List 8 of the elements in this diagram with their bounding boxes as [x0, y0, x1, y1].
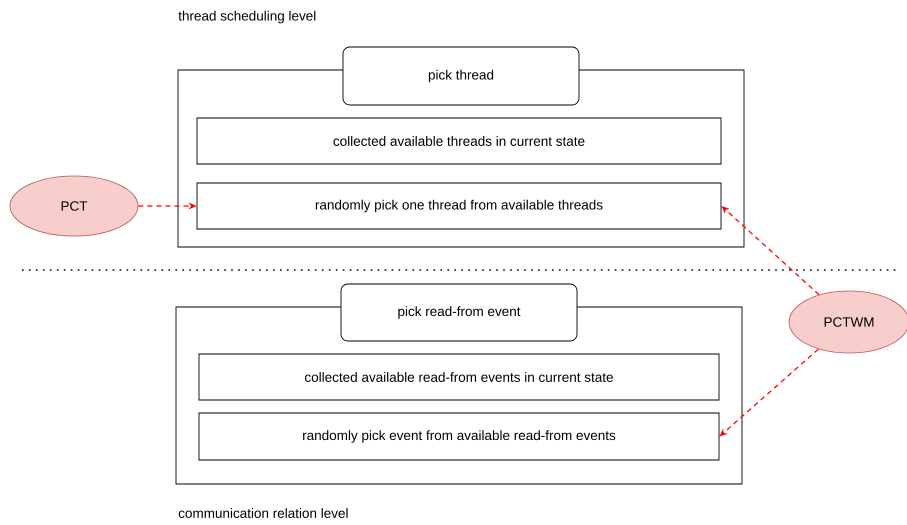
heading-box: pick read-from event	[340, 284, 578, 342]
step-box: collected available read-from events in current state	[198, 354, 720, 400]
level-label: thread scheduling level	[178, 10, 316, 24]
heading-box: pick thread	[342, 46, 580, 106]
step-box: randomly pick one thread from available threads	[196, 182, 722, 230]
step-box: randomly pick event from available read-from events	[198, 412, 720, 460]
level-label: communication relation level	[178, 508, 348, 518]
step-box: collected available threads in current state	[196, 118, 722, 164]
